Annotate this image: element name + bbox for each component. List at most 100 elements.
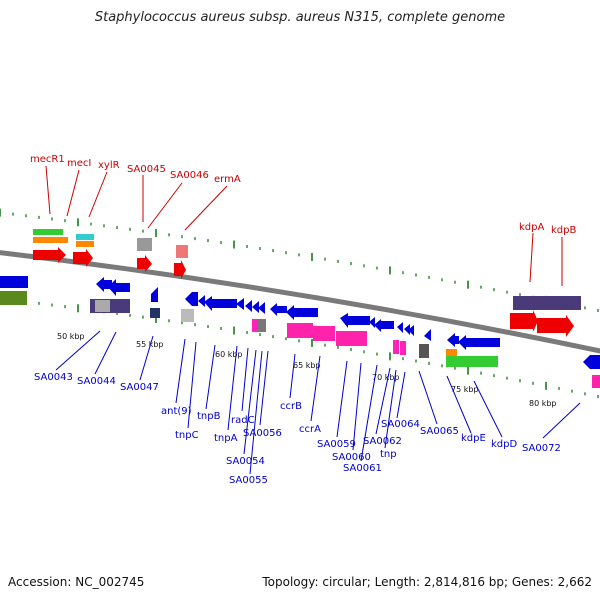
scale-label: 70 kbp xyxy=(372,373,400,382)
gene-label-ccrA[interactable]: ccrA xyxy=(299,424,321,435)
feature-arrow[interactable] xyxy=(185,292,198,306)
scale-label: 55 kbp xyxy=(136,340,164,349)
gene-label-SA0062[interactable]: SA0062 xyxy=(363,436,402,447)
feature-arrow[interactable] xyxy=(286,305,318,320)
gene-label-SA0059[interactable]: SA0059 xyxy=(317,439,356,450)
gene-label-tnpA[interactable]: tnpA xyxy=(214,433,238,444)
gene-label-kdpE[interactable]: kdpE xyxy=(461,433,486,444)
feature-arrow[interactable] xyxy=(96,277,112,292)
gene-label-tnp[interactable]: tnp xyxy=(380,449,397,460)
feature-arrow[interactable] xyxy=(340,313,370,328)
feature-arrow[interactable] xyxy=(397,322,403,333)
scale-labels: 50 kbp 55 kbp 60 kbp 65 kbp 70 kbp 75 kb… xyxy=(57,332,557,408)
feature-arrow[interactable] xyxy=(270,303,287,316)
gene-label-kdpD[interactable]: kdpD xyxy=(491,439,517,450)
gene-label-ccrB[interactable]: ccrB xyxy=(280,401,302,412)
feature-arrow[interactable] xyxy=(537,315,574,337)
feature-block[interactable] xyxy=(419,344,429,358)
feature-block[interactable] xyxy=(76,234,94,240)
gene-label-SA0054[interactable]: SA0054 xyxy=(226,456,265,467)
scale-label: 65 kbp xyxy=(293,361,321,370)
feature-block[interactable] xyxy=(446,356,498,367)
reverse-labels xyxy=(55,330,581,475)
feature-arrow[interactable] xyxy=(408,325,414,336)
genome-title: Staphylococcus aureus subsp. aureus N315… xyxy=(94,10,506,25)
feature-block[interactable] xyxy=(313,326,335,341)
gene-label-kdpA[interactable]: kdpA xyxy=(519,222,544,233)
feature-block[interactable] xyxy=(446,349,457,356)
feature-arrow[interactable] xyxy=(137,255,152,272)
feature-block[interactable] xyxy=(287,323,313,338)
feature-arrow[interactable] xyxy=(258,302,265,314)
gene-label-SA0047[interactable]: SA0047 xyxy=(120,382,159,393)
feature-block[interactable] xyxy=(393,340,399,354)
feature-arrow[interactable] xyxy=(0,276,28,288)
feature-arrow[interactable] xyxy=(404,324,410,335)
accession-text: Accession: NC_002745 xyxy=(8,575,145,589)
gene-label-SA0072[interactable]: SA0072 xyxy=(522,443,561,454)
gene-label-SA0044[interactable]: SA0044 xyxy=(77,376,116,387)
feature-block[interactable] xyxy=(252,319,258,332)
feature-block[interactable] xyxy=(33,229,63,235)
gene-label-mecR1[interactable]: mecR1 xyxy=(30,154,65,165)
feature-arrow[interactable] xyxy=(174,260,186,279)
feature-arrow[interactable] xyxy=(252,301,259,313)
feature-block[interactable] xyxy=(95,300,110,312)
outer-tick-track xyxy=(0,208,599,313)
gene-label-SA0064[interactable]: SA0064 xyxy=(381,419,420,430)
feature-block[interactable] xyxy=(592,375,600,388)
feature-block[interactable] xyxy=(181,309,194,322)
gene-label-SA0060[interactable]: SA0060 xyxy=(332,452,371,463)
feature-arrow[interactable] xyxy=(245,300,252,312)
forward-labels xyxy=(45,165,563,286)
gene-label-SA0055[interactable]: SA0055 xyxy=(229,475,268,486)
feature-arrow[interactable] xyxy=(108,279,130,296)
feature-block[interactable] xyxy=(258,319,266,332)
gene-label-xylR[interactable]: xylR xyxy=(98,160,120,171)
gene-label-ermA[interactable]: ermA xyxy=(214,174,241,185)
gene-label-tnpB[interactable]: tnpB xyxy=(197,411,221,422)
scale-label: 50 kbp xyxy=(57,332,85,341)
feature-arrow[interactable] xyxy=(204,296,237,311)
feature-arrow[interactable] xyxy=(583,355,600,369)
gene-label-SA0065[interactable]: SA0065 xyxy=(420,426,459,437)
gene-label-SA0056[interactable]: SA0056 xyxy=(243,428,282,439)
feature-arrow[interactable] xyxy=(447,333,459,347)
feature-block[interactable] xyxy=(400,341,406,355)
gene-label-ant9[interactable]: ant(9) xyxy=(161,406,192,417)
feature-block[interactable] xyxy=(176,245,188,258)
gene-label-kdpB[interactable]: kdpB xyxy=(551,225,576,236)
gene-label-tnpC[interactable]: tnpC xyxy=(175,430,199,441)
gene-label-SA0043[interactable]: SA0043 xyxy=(34,372,73,383)
feature-arrow[interactable] xyxy=(151,287,158,302)
feature-arrow[interactable] xyxy=(458,335,500,350)
feature-block[interactable] xyxy=(150,308,160,318)
reverse-features xyxy=(0,276,600,388)
feature-arrow[interactable] xyxy=(374,319,394,332)
forward-features xyxy=(33,229,581,337)
topology-text: Topology: circular; Length: 2,814,816 bp… xyxy=(262,575,592,589)
scale-label: 60 kbp xyxy=(215,350,243,359)
feature-arrow[interactable] xyxy=(73,249,93,267)
gene-label-SA0046[interactable]: SA0046 xyxy=(170,170,209,181)
gene-label-radC[interactable]: radC xyxy=(231,415,255,426)
gene-label-SA0061[interactable]: SA0061 xyxy=(343,463,382,474)
feature-block[interactable] xyxy=(513,296,581,310)
gene-label-mecI[interactable]: mecI xyxy=(67,158,91,169)
forward-label-text: mecR1 mecI xylR SA0045 SA0046 ermA kdpA … xyxy=(30,154,576,236)
feature-arrow[interactable] xyxy=(198,295,205,307)
feature-arrow[interactable] xyxy=(236,298,244,310)
feature-arrow[interactable] xyxy=(33,247,66,263)
feature-arrow[interactable] xyxy=(369,317,375,328)
feature-block[interactable] xyxy=(33,237,68,243)
feature-block[interactable] xyxy=(336,331,367,346)
scale-label: 75 kbp xyxy=(451,385,479,394)
gene-label-SA0045[interactable]: SA0045 xyxy=(127,164,166,175)
scale-label: 80 kbp xyxy=(529,399,557,408)
feature-block[interactable] xyxy=(0,291,27,305)
feature-arrow[interactable] xyxy=(510,310,538,332)
feature-block[interactable] xyxy=(137,238,152,251)
feature-arrow[interactable] xyxy=(424,329,431,341)
feature-block[interactable] xyxy=(76,241,94,247)
